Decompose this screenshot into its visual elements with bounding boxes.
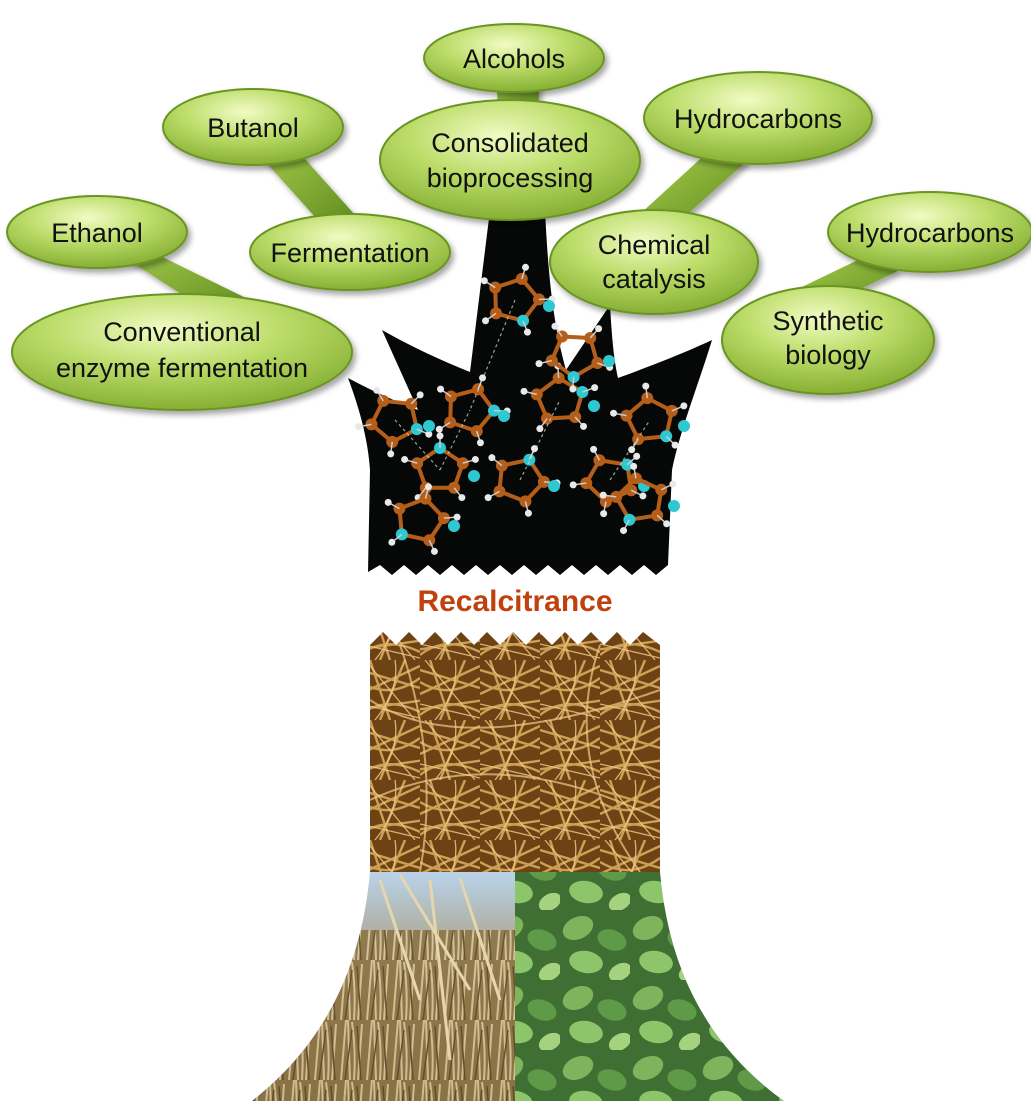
nitrogen-atom (548, 480, 560, 492)
node-fermentation-label: Fermentation (270, 238, 429, 268)
node-consolidated-bioprocessing-line1: Consolidated (431, 128, 589, 158)
nitrogen-atom (588, 400, 600, 412)
node-hydrocarbons-right-label: Hydrocarbons (846, 218, 1014, 248)
nitrogen-atom (668, 500, 680, 512)
nitrogen-atom (423, 420, 435, 432)
node-fermentation: Fermentation (250, 214, 450, 290)
recalcitrance-label: Recalcitrance (417, 585, 612, 618)
nitrogen-atom (468, 470, 480, 482)
node-consolidated-bioprocessing: Consolidated bioprocessing (380, 100, 640, 220)
node-alcohols: Alcohols (424, 24, 604, 92)
node-conventional-enzyme-fermentation-line2: enzyme fermentation (56, 353, 308, 383)
node-conventional-enzyme-fermentation: Conventional enzyme fermentation (12, 294, 352, 410)
cellulose-fiber-image (370, 632, 660, 872)
node-hydrocarbons-right: Hydrocarbons (828, 192, 1031, 272)
node-chemical-catalysis: Chemical catalysis (550, 210, 758, 314)
nitrogen-atom (678, 420, 690, 432)
node-chemical-catalysis-line2: catalysis (602, 264, 706, 294)
node-synthetic-biology-line2: biology (785, 340, 871, 370)
node-butanol: Butanol (163, 89, 343, 165)
node-synthetic-biology: Synthetic biology (722, 286, 934, 394)
nitrogen-atom (603, 355, 615, 367)
nitrogen-atom (543, 300, 555, 312)
node-synthetic-biology-line1: Synthetic (772, 306, 883, 336)
nitrogen-atom (498, 410, 510, 422)
node-consolidated-bioprocessing-line2: bioprocessing (427, 163, 594, 193)
node-hydrocarbons-top: Hydrocarbons (644, 72, 872, 164)
node-ethanol: Ethanol (7, 196, 187, 268)
leaves-image (515, 872, 795, 1101)
node-chemical-catalysis-line1: Chemical (598, 230, 711, 260)
node-ethanol-label: Ethanol (51, 218, 143, 248)
node-butanol-label: Butanol (207, 113, 299, 143)
node-hydrocarbons-top-label: Hydrocarbons (674, 104, 842, 134)
nitrogen-atom (448, 520, 460, 532)
node-alcohols-label: Alcohols (463, 44, 565, 74)
grass-image (240, 872, 520, 1101)
node-conventional-enzyme-fermentation-line1: Conventional (103, 317, 261, 347)
